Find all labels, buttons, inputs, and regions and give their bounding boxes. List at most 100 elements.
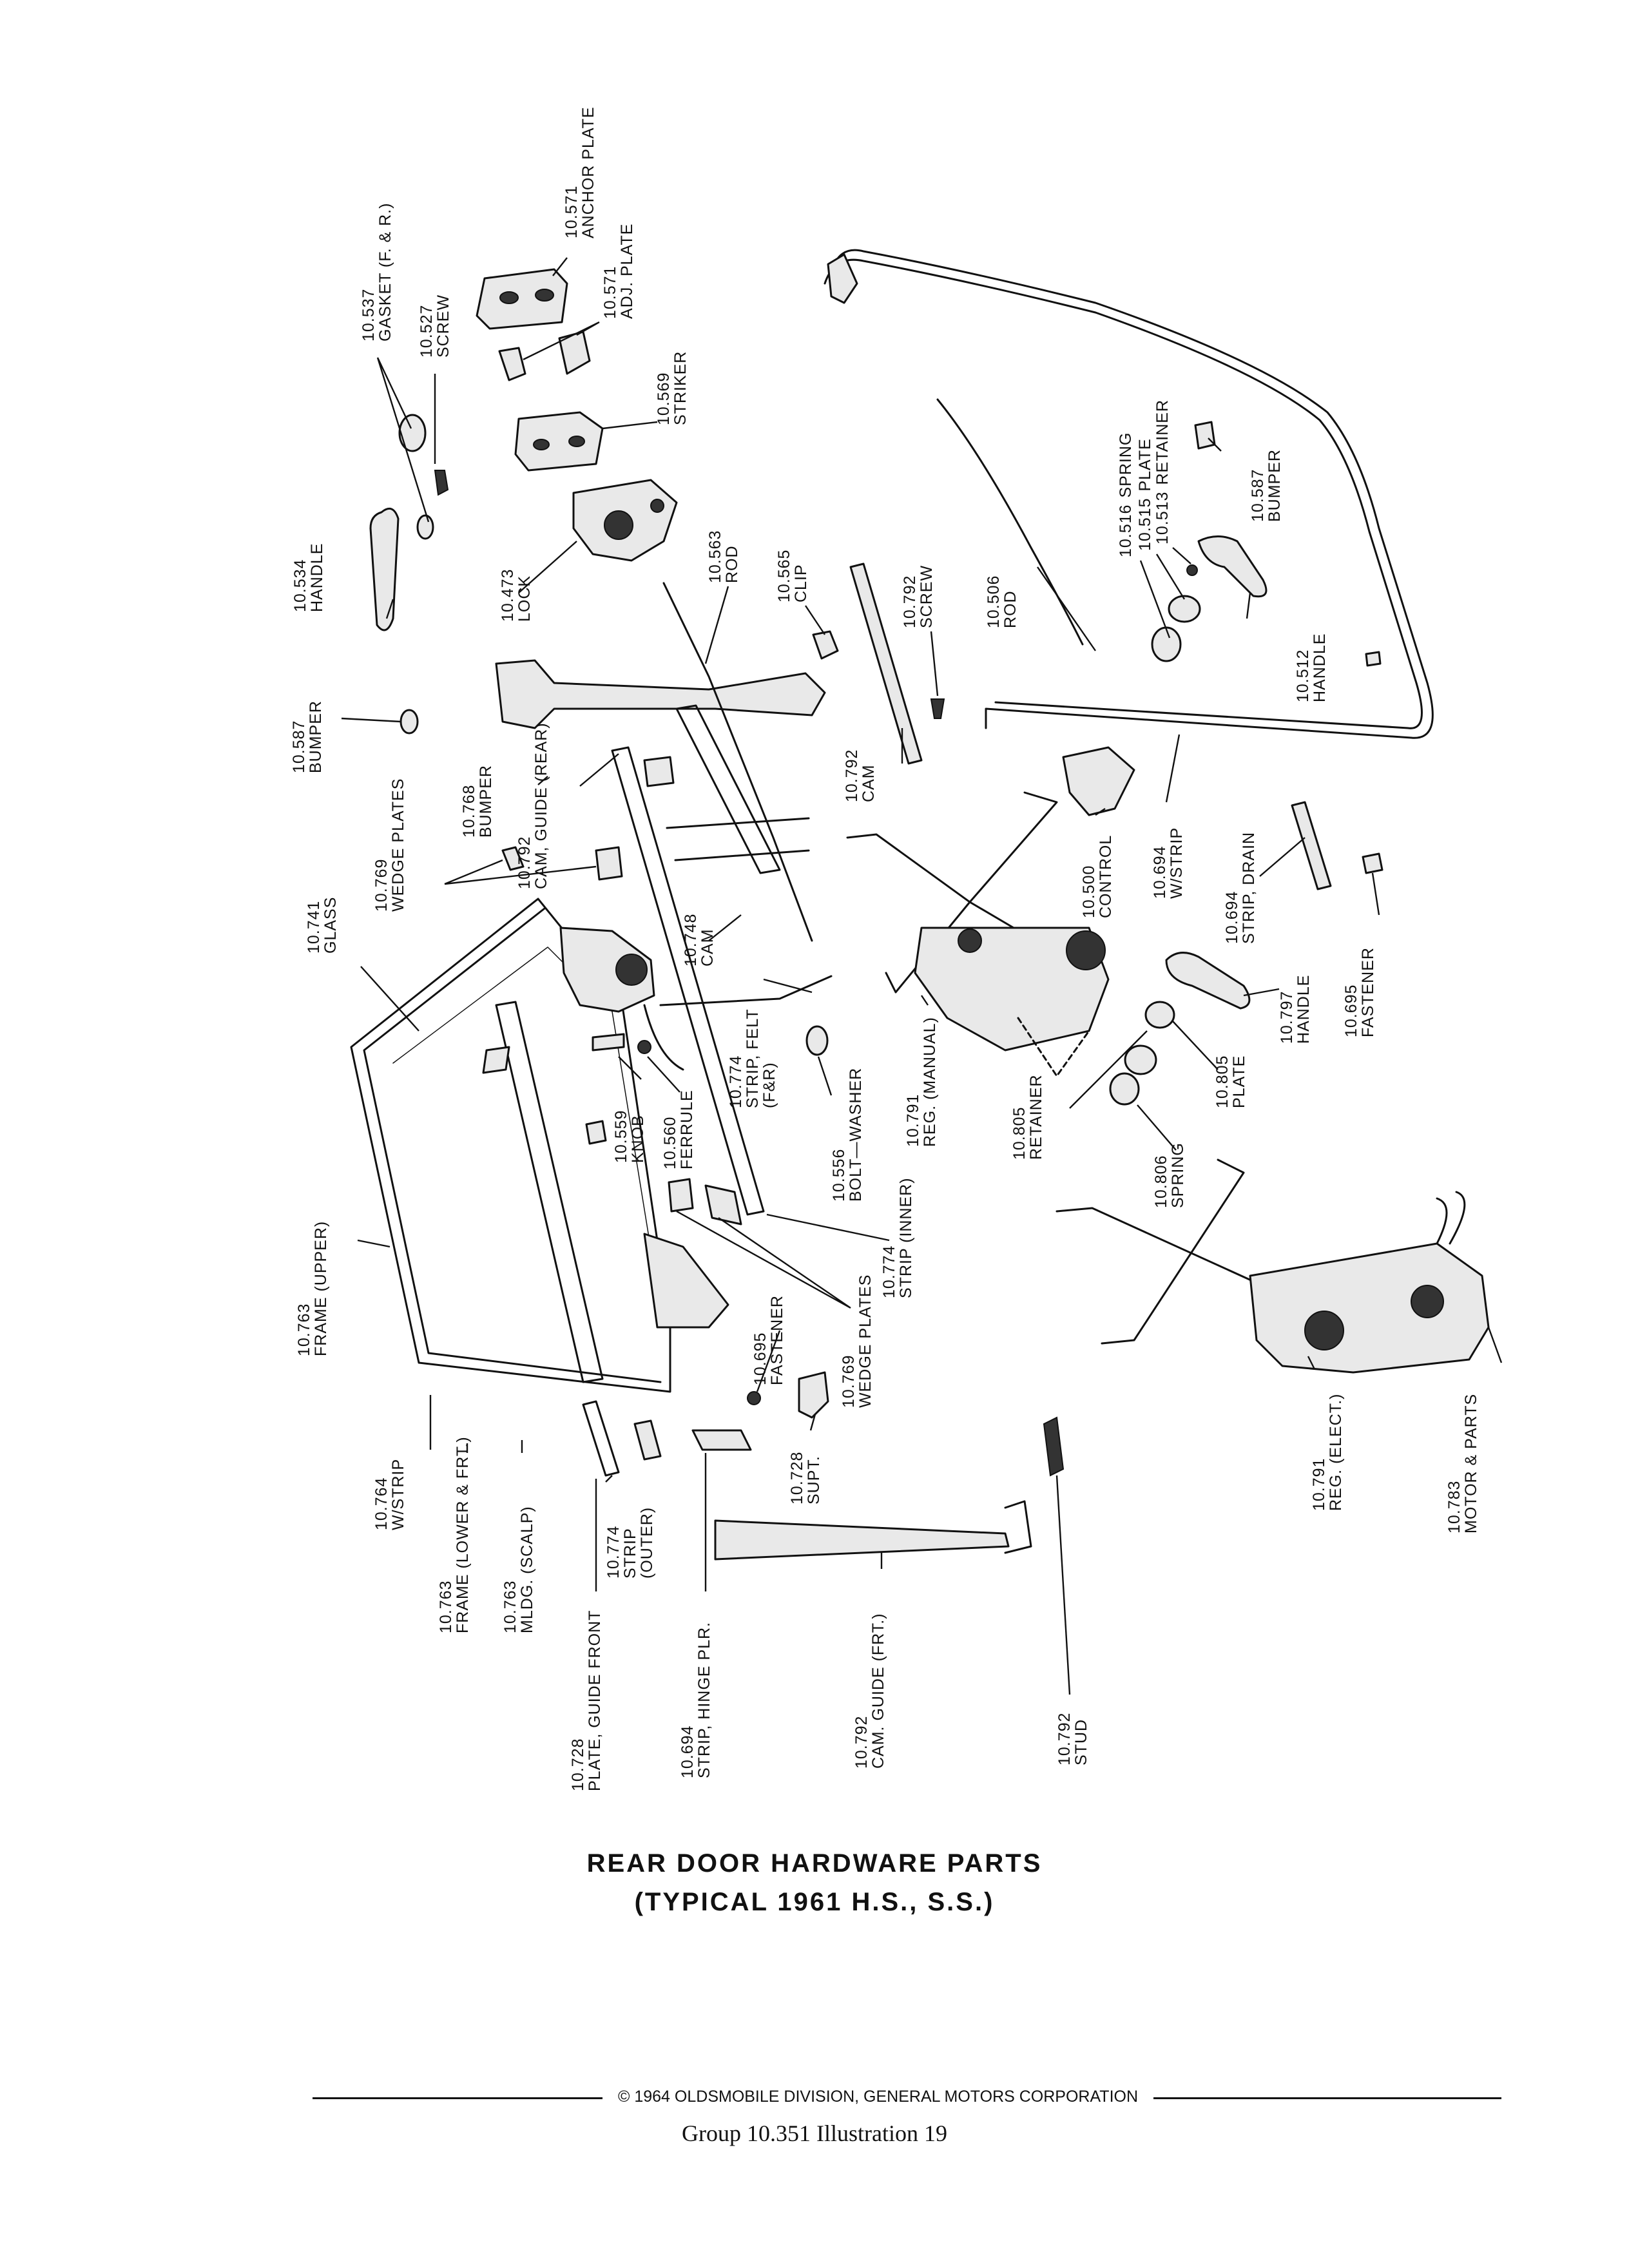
callout-frame-upper: 10.763FRAME (UPPER)	[295, 1221, 330, 1356]
manual-regulator-part	[846, 791, 1058, 994]
callout-hinge-strip: 10.694STRIP, HINGE PLR.	[679, 1622, 713, 1778]
door-parts	[350, 249, 1490, 1561]
leader-lines	[341, 257, 1503, 1695]
callout-plate-805: 10.805PLATE	[1213, 1055, 1248, 1108]
door-weatherstrip-frame	[824, 249, 1434, 739]
callout-w-strip-694: 10.694W/STRIP	[1151, 827, 1186, 899]
bumper-part-right	[1194, 421, 1216, 450]
outer-strip-part	[582, 1400, 620, 1477]
motor-part	[1249, 1242, 1490, 1374]
diagram-title-line-1: REAR DOOR HARDWARE PARTS	[586, 1849, 1043, 1878]
window-handle-part	[1165, 952, 1251, 1010]
ferrule-part	[637, 1040, 651, 1054]
knob-part	[592, 1033, 625, 1052]
callout-stud: 10.792STUD	[1055, 1713, 1090, 1765]
callout-fastener-right: 10.695FASTENER	[1342, 947, 1377, 1037]
supt-part	[798, 1371, 829, 1419]
spring-10-806	[1109, 1072, 1140, 1106]
callout-supt: 10.728SUPT.	[788, 1452, 823, 1504]
clip-part	[812, 630, 839, 660]
cam-10-748-part	[675, 704, 781, 874]
drain-strip-part	[1291, 801, 1332, 890]
callout-bolt-washer: 10.556BOLT—WASHER	[830, 1068, 865, 1202]
callout-plate-515: 10.515PLATE	[1136, 438, 1154, 551]
spring-part	[1151, 626, 1182, 662]
felt-strip-part	[611, 746, 765, 1216]
callout-wedge-plates-lower: 10.769WEDGE PLATES	[840, 1274, 874, 1408]
plate-part	[1168, 595, 1201, 623]
screw-10-792	[930, 698, 945, 719]
adj-plate-part	[498, 347, 526, 381]
callout-felt-strip: 10.774STRIP, FELT(F&R)	[727, 1008, 778, 1108]
callout-manual-regulator: 10.791REG. (MANUAL)	[904, 1017, 939, 1147]
callout-adj-plate: 10.571ADJ. PLATE	[601, 224, 636, 319]
callout-w-strip-764: 10.764W/STRIP	[372, 1459, 407, 1530]
fastener-part-left	[747, 1391, 761, 1405]
bolt-washer-part	[805, 1025, 829, 1056]
callout-striker: 10.569STRIKER	[655, 351, 689, 425]
rod-10-506	[936, 398, 1084, 646]
hinge-strip-part	[691, 1429, 752, 1451]
callout-scalp-moulding: 10.763MLDG. (SCALP)	[501, 1506, 536, 1633]
callout-gasket: 10.537GASKET (F. & R.)	[360, 202, 394, 341]
callout-frame-lower: 10.763FRAME (LOWER & FRT.)	[437, 1436, 472, 1633]
callout-clip: 10.565CLIP	[775, 550, 810, 602]
outside-handle-part	[369, 507, 400, 631]
callout-drain-strip: 10.694STRIP, DRAIN	[1223, 832, 1258, 944]
rod-10-563	[662, 582, 813, 942]
callout-anchor-plate: 10.571ANCHOR PLATE	[563, 106, 597, 238]
fastener-part-right	[1362, 852, 1383, 874]
callout-fastener-left: 10.695FASTENER	[751, 1295, 786, 1385]
retainer-10-805	[1144, 1001, 1175, 1029]
callout-rod-563: 10.563ROD	[706, 530, 741, 583]
wedge-plate-part-upper	[501, 846, 525, 871]
callout-spring-806: 10.806SPRING	[1152, 1142, 1187, 1208]
callout-screw-792: 10.792SCREW	[901, 565, 936, 628]
callout-glass: 10.741GLASS	[305, 897, 340, 954]
front-cam-guide-part	[714, 1519, 1010, 1561]
callout-bumper-768: 10.768BUMPER	[460, 765, 495, 838]
striker-part	[514, 411, 604, 472]
scalp-moulding-part	[495, 1001, 604, 1383]
callout-cam-792: 10.792CAM	[843, 749, 878, 802]
callout-ferrule: 10.560FERRULE	[661, 1090, 696, 1169]
callout-electric-regulator: 10.791REG. (ELECT.)	[1310, 1394, 1345, 1511]
screw-part	[434, 470, 449, 496]
callout-strip-inner: 10.774STRIP (INNER)	[880, 1177, 915, 1298]
stud-part	[1043, 1416, 1065, 1477]
callout-labels: 10.571ANCHOR PLATE 10.537GASKET (F. & R.…	[290, 106, 1480, 1791]
callout-wedge-plates-upper: 10.769WEDGE PLATES	[372, 778, 407, 912]
anchor-plate-part	[476, 268, 568, 330]
callout-bumper-left: 10.587BUMPER	[290, 700, 325, 773]
control-part	[1062, 746, 1135, 816]
inside-handle-part	[1197, 535, 1268, 598]
wedge-plate-part-lower	[668, 1178, 694, 1213]
plate-10-805	[1124, 1044, 1157, 1075]
cam-bar-part	[849, 562, 923, 765]
callout-retainer-805: 10.805RETAINER	[1010, 1074, 1045, 1160]
group-illustration-line: Group 10.351 Illustration 19	[682, 2120, 947, 2146]
electric-regulator-part	[1055, 1158, 1271, 1345]
callout-window-handle: 10.797HANDLE	[1278, 975, 1313, 1044]
callout-control: 10.500CONTROL	[1080, 835, 1115, 918]
footer-rule-left	[313, 2097, 602, 2099]
callout-outside-handle: 10.534HANDLE	[291, 543, 326, 612]
callout-screw-top: 10.527SCREW	[418, 294, 452, 358]
retainer-part	[1186, 564, 1198, 576]
callout-bumper-upper: 10.587BUMPER	[1249, 449, 1284, 522]
callout-retainer-513: 10.513RETAINER	[1153, 399, 1171, 544]
callout-cam-guide-front: 10.792CAM. GUIDE (FRT.)	[853, 1613, 887, 1769]
callout-inside-handle: 10.512HANDLE	[1294, 633, 1329, 702]
callout-rod-506: 10.506ROD	[985, 575, 1019, 628]
callout-spring-516: 10.516SPRING	[1117, 432, 1135, 557]
callout-lock: 10.473LOCK	[499, 569, 534, 622]
copyright-notice: © 1964 OLDSMOBILE DIVISION, GENERAL MOTO…	[617, 2088, 1139, 2106]
callout-cam-guide-rear: 10.792CAM, GUIDE (REAR)	[516, 722, 550, 889]
callout-guide-front-plate: 10.728PLATE, GUIDE FRONT	[569, 1610, 604, 1791]
guide-plate-part	[633, 1419, 662, 1461]
bumper-part-left	[400, 709, 419, 735]
callout-knob: 10.559KNOB	[612, 1110, 647, 1163]
rear-cam-guide-part	[495, 659, 826, 729]
callout-strip-outer: 10.774STRIP(OUTER)	[604, 1507, 656, 1579]
